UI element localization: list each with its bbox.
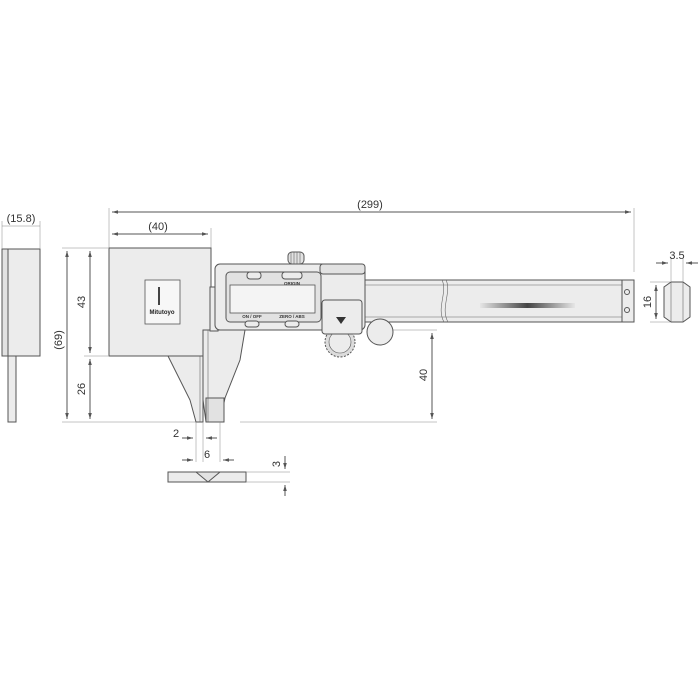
brand-logo: Mitutoyo	[150, 310, 175, 316]
dim-label-tip-thickness: 3	[271, 461, 283, 467]
dim-label-jaw-height: 26	[76, 383, 88, 395]
dimension-tip-b: 6	[182, 422, 234, 462]
dimension-overall-height: (69)	[53, 247, 196, 423]
slider-body	[202, 251, 394, 423]
origin-button-label: ORIGIN	[284, 281, 300, 286]
dim-label-overall-height: (69)	[53, 330, 65, 350]
dimension-side-thickness: (15.8)	[1, 213, 41, 249]
dimension-overall-length: (299)	[108, 199, 635, 272]
beam-section-view	[650, 258, 698, 323]
fixed-jaw	[167, 355, 204, 423]
main-beam	[359, 279, 635, 323]
dimension-head-width: (40)	[112, 221, 212, 248]
dim-label-tip-b: 6	[204, 449, 210, 461]
dimension-tip-a: 2	[173, 422, 217, 462]
dim-label-side-thickness: (15.8)	[7, 213, 36, 225]
dim-label-beam-height: 16	[642, 296, 654, 308]
dim-label-jaw-depth: 40	[418, 369, 430, 381]
side-view	[1, 248, 41, 423]
dim-label-head-height: 43	[76, 296, 88, 308]
tip-section-view	[167, 456, 290, 496]
zero-abs-button-label: ZERO / ABS	[279, 314, 305, 319]
dim-label-tip-a: 2	[173, 428, 179, 440]
head-block	[108, 247, 212, 357]
dimension-jaw-height: 26	[76, 359, 92, 419]
dim-label-head-width: (40)	[148, 221, 168, 233]
dimension-head-height: 43	[76, 251, 108, 357]
dim-label-overall-length: (299)	[357, 199, 383, 211]
dim-label-beam-width: 3.5	[669, 250, 684, 262]
on-off-button-label: ON / OFF	[242, 314, 262, 319]
